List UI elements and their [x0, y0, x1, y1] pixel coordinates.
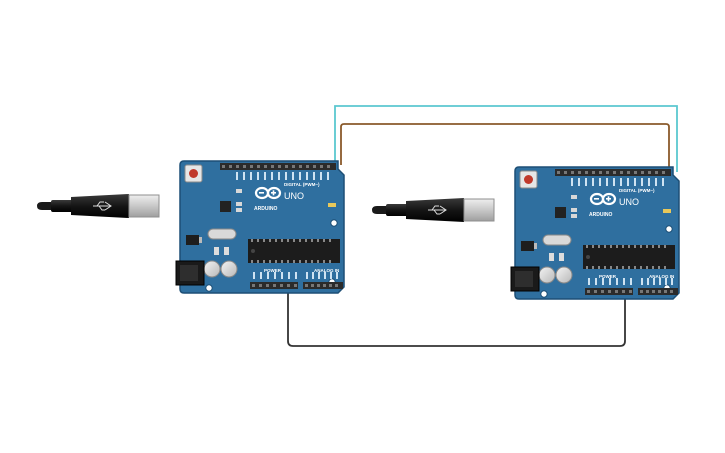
arduino-uno-board-2[interactable]: ARDUINO UNO DIGITAL (PWM~) POWER ANALOG … [509, 165, 681, 301]
board1-power-label: POWER [264, 268, 282, 273]
usb-cable-1[interactable] [36, 193, 160, 219]
board1-analog-label: ANALOG IN [314, 268, 339, 273]
board2-power-label: POWER [599, 274, 617, 279]
board2-model-label: UNO [619, 197, 639, 207]
board1-model-label: UNO [284, 191, 304, 201]
board2-digital-label: DIGITAL (PWM~) [619, 188, 655, 193]
usb-cable-2[interactable] [371, 197, 495, 223]
board2-brand-label: ARDUINO [589, 212, 612, 218]
board1-brand-label: ARDUINO [254, 206, 277, 212]
wire-gnd-black[interactable] [287, 292, 626, 347]
wire-rx-tx-brown[interactable] [340, 123, 670, 172]
wire-tx-rx-cyan[interactable] [334, 105, 678, 172]
board2-analog-label: ANALOG IN [649, 274, 674, 279]
arduino-uno-board-1[interactable]: ARDUINO UNO DIGITAL (PWM~) POWER ANALOG … [174, 159, 346, 295]
board1-digital-label: DIGITAL (PWM~) [284, 182, 320, 187]
